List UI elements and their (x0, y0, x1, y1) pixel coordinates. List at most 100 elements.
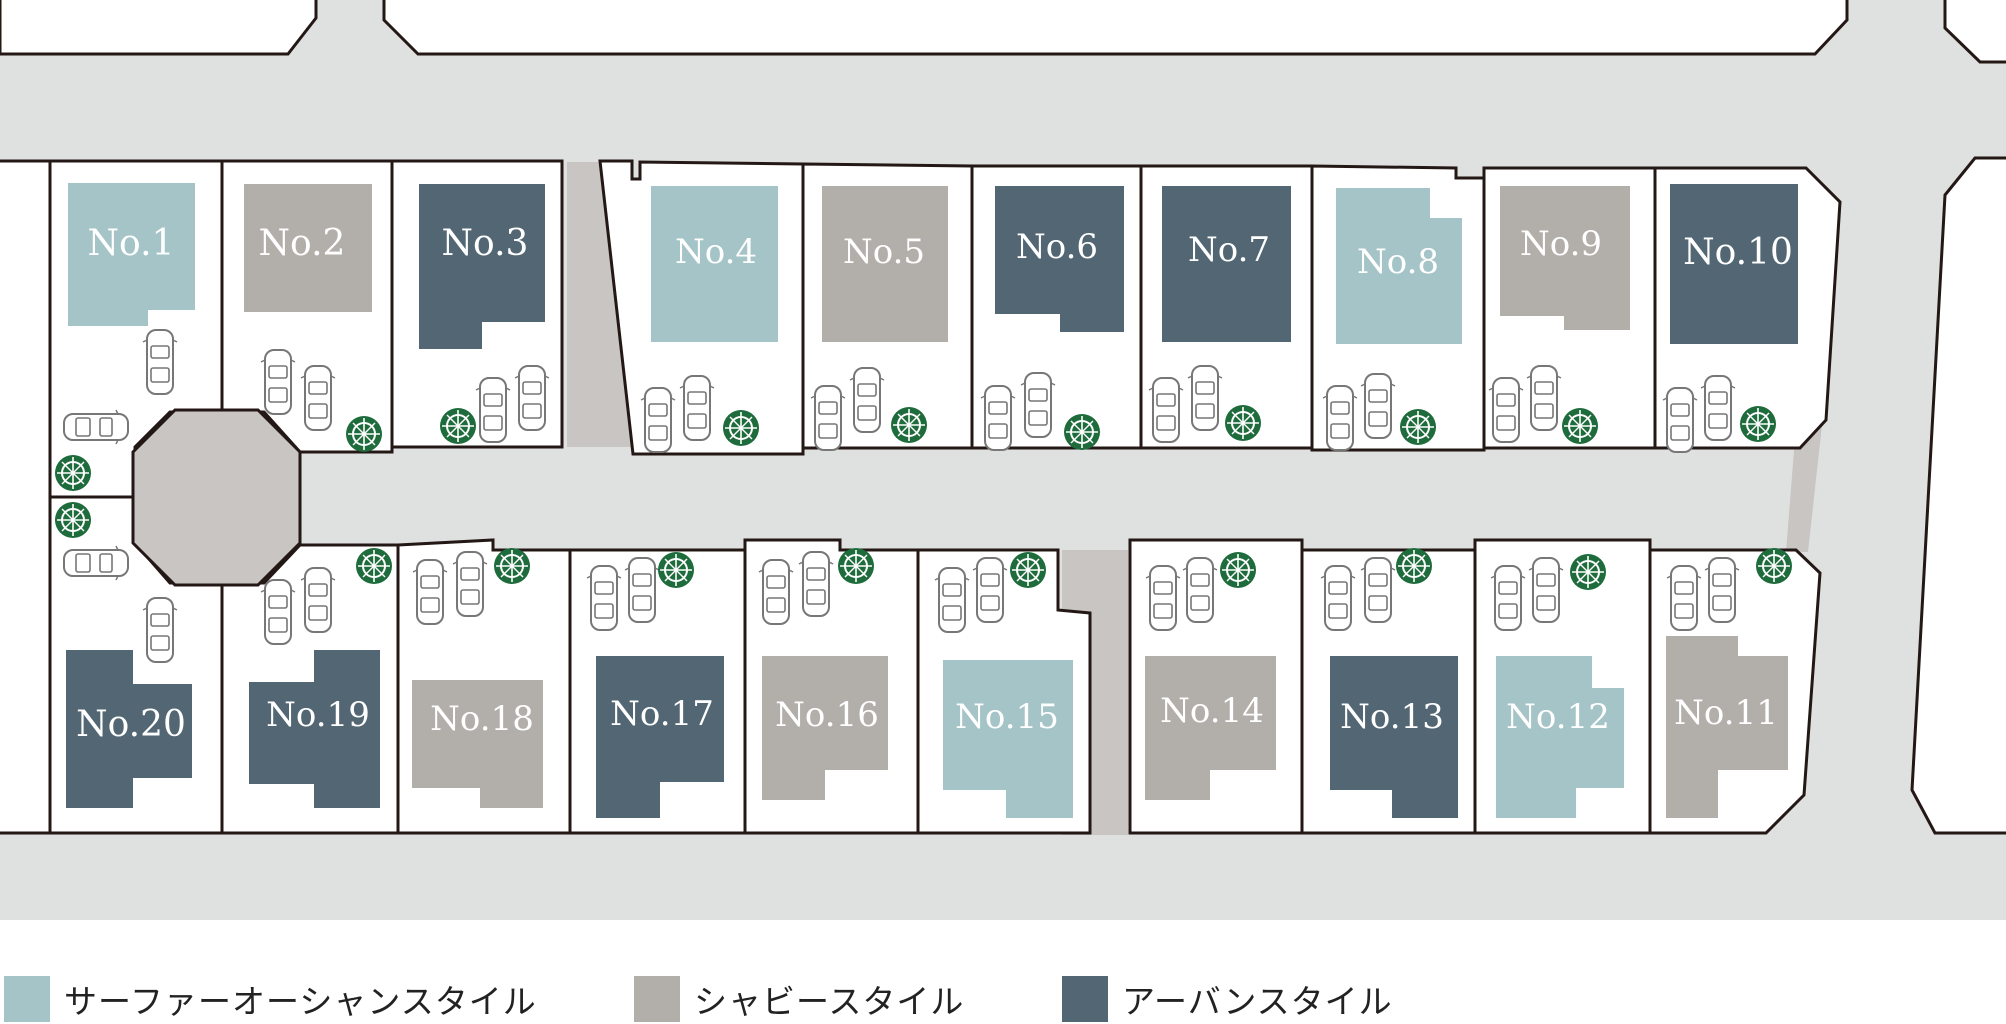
car-icon (980, 385, 1016, 451)
car-icon (1187, 365, 1223, 431)
legend-urban: アーバンスタイル (1062, 976, 1393, 1022)
car-icon (1704, 557, 1740, 623)
car-icon (934, 567, 970, 633)
lot-label-7: No.7 (1188, 230, 1270, 270)
legend-label-surfer-ocean: サーファーオーシャンスタイル (64, 982, 537, 1021)
tree-icon (1395, 547, 1433, 585)
lot-label-14: No.14 (1160, 691, 1264, 731)
car-icon (64, 546, 128, 580)
lot-label-9: No.9 (1520, 224, 1602, 264)
car-icon (1526, 365, 1562, 431)
lot-label-1: No.1 (88, 223, 175, 264)
car-icon (972, 557, 1008, 623)
lot-label-2: No.2 (259, 223, 346, 264)
legend-surfer-ocean: サーファーオーシャンスタイル (4, 976, 537, 1022)
legend-shabby: シャビースタイル (634, 976, 964, 1022)
lot-label-12: No.12 (1506, 697, 1610, 737)
tree-icon (1569, 553, 1607, 591)
house-2 (244, 184, 372, 312)
car-icon (1490, 565, 1526, 631)
house-11 (1666, 636, 1788, 818)
car-icon (849, 367, 885, 433)
tree-icon (1739, 405, 1777, 443)
car-icon (810, 385, 846, 451)
lot-label-11: No.11 (1674, 693, 1778, 733)
house-7 (1162, 186, 1291, 342)
house-9 (1500, 186, 1630, 330)
house-20 (66, 650, 192, 808)
tree-icon (1219, 551, 1257, 589)
tree-icon (1224, 404, 1262, 442)
tree-icon (439, 407, 477, 445)
car-icon (452, 551, 488, 617)
house-6 (995, 186, 1124, 332)
tree-icon (837, 547, 875, 585)
tree-icon (355, 547, 393, 585)
lot-label-16: No.16 (775, 695, 879, 735)
turnaround-octagon (131, 408, 302, 587)
tree-icon (722, 409, 760, 447)
house-13 (1330, 656, 1458, 818)
car-icon (640, 387, 676, 453)
lot-label-15: No.15 (955, 697, 1059, 737)
lot-label-6: No.6 (1016, 227, 1098, 267)
lot-label-17: No.17 (610, 694, 714, 734)
tree-icon (493, 547, 531, 585)
tree-icon (1399, 408, 1437, 446)
car-icon (64, 410, 128, 444)
legend-swatch-surfer-ocean (4, 976, 50, 1022)
car-icon (679, 375, 715, 441)
house-17 (596, 656, 724, 818)
car-icon (798, 551, 834, 617)
car-icon (1322, 385, 1358, 451)
car-icon (1662, 387, 1698, 453)
tree-icon (1063, 413, 1101, 451)
lot-label-5: No.5 (843, 232, 925, 272)
car-icon (1666, 565, 1702, 631)
house-12 (1496, 656, 1624, 818)
house-5 (822, 186, 948, 342)
car-icon (1145, 565, 1181, 631)
house-19 (249, 650, 380, 808)
car-icon (475, 377, 511, 443)
house-8 (1336, 188, 1462, 344)
house-10 (1670, 184, 1798, 344)
house-15 (943, 660, 1073, 818)
car-icon (1488, 377, 1524, 443)
tree-icon (345, 415, 383, 453)
tree-icon (54, 454, 92, 492)
tree-icon (54, 501, 92, 539)
lot-label-19: No.19 (266, 695, 370, 735)
car-icon (1528, 557, 1564, 623)
house-1 (68, 183, 195, 326)
car-icon (1148, 377, 1184, 443)
lot-label-3: No.3 (442, 223, 529, 264)
car-icon (586, 565, 622, 631)
car-icon (1182, 557, 1218, 623)
tree-icon (1561, 407, 1599, 445)
car-icon (1320, 565, 1356, 631)
tree-icon (890, 406, 928, 444)
house-14 (1145, 656, 1276, 800)
car-icon (1360, 373, 1396, 439)
tree-icon (1755, 547, 1793, 585)
legend-label-shabby: シャビースタイル (694, 982, 965, 1021)
lot-label-10: No.10 (1683, 232, 1793, 273)
house-4 (651, 186, 778, 342)
car-icon (142, 329, 178, 395)
lot-label-13: No.13 (1340, 697, 1444, 737)
lot-label-18: No.18 (430, 699, 534, 739)
car-icon (1020, 372, 1056, 438)
car-icon (412, 559, 448, 625)
outer-blocks (0, 0, 2006, 835)
houses (66, 183, 1798, 818)
car-icon (142, 597, 178, 663)
car-icon (260, 579, 296, 645)
tree-icon (657, 551, 695, 589)
car-icon (758, 559, 794, 625)
lot-label-20: No.20 (76, 704, 186, 745)
legend-label-urban: アーバンスタイル (1122, 982, 1393, 1021)
house-16 (762, 656, 888, 800)
